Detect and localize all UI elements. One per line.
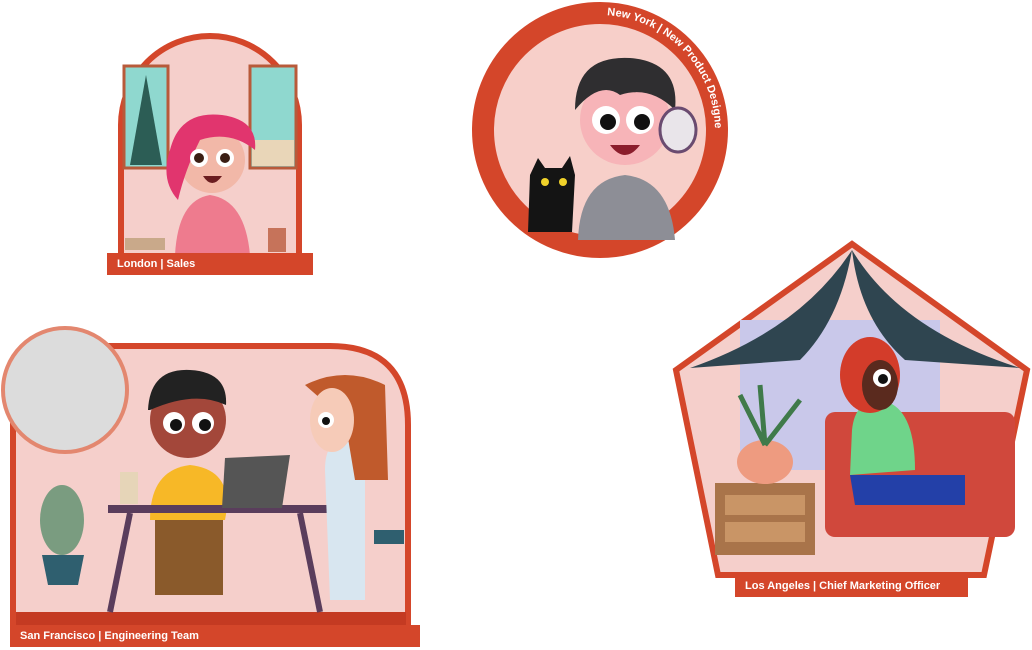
person-shirt: [850, 400, 915, 475]
cactus-icon: [40, 485, 84, 555]
headphones-icon: [658, 106, 698, 154]
san-francisco-label: San Francisco | Engineering Team: [10, 625, 420, 647]
hair: [166, 114, 256, 200]
cat-icon: [528, 156, 575, 232]
person-head: [580, 75, 670, 165]
san-francisco-scene: [1, 326, 411, 628]
new-york-scene: New York | New Product Designer: [0, 0, 728, 258]
curtain-right: [852, 250, 1020, 368]
vase: [737, 440, 793, 484]
person-hoodie: [578, 175, 675, 240]
curtain-left: [690, 250, 852, 368]
person-body: [175, 195, 250, 255]
coffee-cup-icon: [120, 472, 138, 504]
tree-icon: [130, 75, 162, 165]
los-angeles-label: Los Angeles | Chief Marketing Officer: [735, 575, 968, 597]
laptop-icon: [222, 455, 290, 508]
los-angeles-scene: [672, 240, 1031, 578]
mirror: [1, 326, 129, 454]
hair: [575, 57, 676, 110]
london-scene: [118, 33, 302, 261]
desk: [108, 505, 330, 513]
london-label: London | Sales: [107, 253, 313, 275]
dresser: [715, 483, 815, 555]
